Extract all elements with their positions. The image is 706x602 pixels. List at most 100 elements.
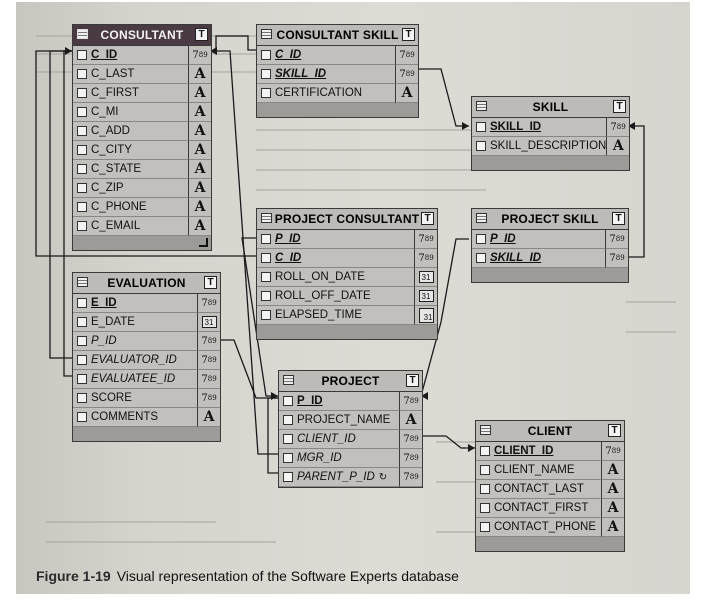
calendar-icon: 31 <box>418 290 434 302</box>
checkbox-icon[interactable] <box>77 126 87 136</box>
checkbox-icon[interactable] <box>261 291 271 301</box>
checkbox-icon[interactable] <box>77 145 87 155</box>
checkbox-icon[interactable] <box>77 164 87 174</box>
checkbox-icon[interactable] <box>480 446 490 456</box>
checkbox-icon[interactable] <box>77 50 87 60</box>
text-type-icon: A <box>189 160 211 179</box>
table-type-badge: T <box>613 100 626 113</box>
checkbox-icon[interactable] <box>283 415 293 425</box>
field-name: C_CITY <box>91 144 132 156</box>
checkbox-icon[interactable] <box>77 183 87 193</box>
checkbox-icon[interactable] <box>77 336 87 346</box>
checkbox-icon[interactable] <box>476 234 486 244</box>
checkbox-icon[interactable] <box>261 310 271 320</box>
checkbox-icon[interactable] <box>77 107 87 117</box>
checkbox-icon[interactable] <box>77 374 87 384</box>
table-header: EVALUATION T <box>73 273 220 294</box>
checkbox-icon[interactable] <box>283 453 293 463</box>
table-footer <box>476 537 624 551</box>
checkbox-icon[interactable] <box>77 69 87 79</box>
text-type-icon: A <box>602 518 624 537</box>
checkbox-icon[interactable] <box>476 122 486 132</box>
checkbox-icon[interactable] <box>476 253 486 263</box>
checkbox-icon[interactable] <box>261 50 271 60</box>
checkbox-icon[interactable] <box>283 396 293 406</box>
checkbox-icon[interactable] <box>77 298 87 308</box>
checkbox-icon[interactable] <box>261 69 271 79</box>
checkbox-icon[interactable] <box>261 272 271 282</box>
checkbox-icon[interactable] <box>77 412 87 422</box>
checkbox-icon[interactable] <box>77 393 87 403</box>
checkbox-icon[interactable] <box>77 202 87 212</box>
checkbox-icon[interactable] <box>480 503 490 513</box>
checkbox-icon[interactable] <box>283 472 293 482</box>
field-name: SKILL_ID <box>490 121 542 133</box>
checkbox-icon[interactable] <box>77 88 87 98</box>
checkbox-icon[interactable] <box>77 317 87 327</box>
checkbox-icon[interactable] <box>480 484 490 494</box>
checkbox-icon[interactable] <box>261 88 271 98</box>
checkbox-icon[interactable] <box>480 522 490 532</box>
checkbox-icon[interactable] <box>261 253 271 263</box>
table-type-badge: T <box>195 28 208 41</box>
checkbox-icon[interactable] <box>261 234 271 244</box>
checkbox-icon[interactable] <box>476 141 486 151</box>
table-footer <box>257 325 437 339</box>
checkbox-icon[interactable] <box>77 355 87 365</box>
table-header: SKILL T <box>472 97 629 118</box>
checkbox-icon[interactable] <box>480 465 490 475</box>
checkbox-icon[interactable] <box>283 434 293 444</box>
table-header: CLIENT T <box>476 421 624 442</box>
resize-handle-icon[interactable] <box>199 238 208 247</box>
checkbox-icon[interactable] <box>77 221 87 231</box>
table-type-badge: T <box>406 374 419 387</box>
